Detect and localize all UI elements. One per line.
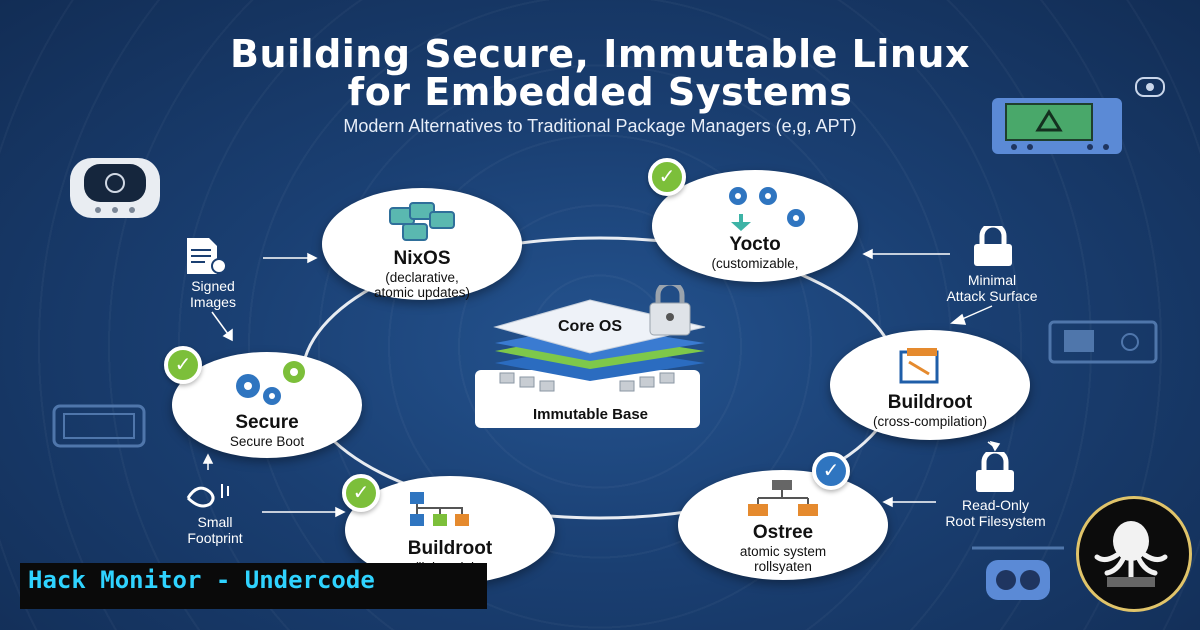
core-layer-top (493, 299, 706, 354)
yocto-name: Yocto (729, 234, 781, 255)
buildroot-right-desc-1: (cross-compilation) (872, 414, 988, 429)
small-label-2: Footprint (187, 530, 243, 546)
ostree-desc-1: atomic system (739, 544, 827, 559)
title-line-1: Building Secure, Immutable Linux (230, 32, 970, 76)
octopus-logo (1076, 496, 1192, 612)
lock-badge-icon (342, 474, 380, 512)
document-icon (187, 238, 227, 274)
tree-icon (410, 492, 469, 526)
readonly-label-1: Read-Only (962, 497, 1029, 513)
buildroot-box-icon (899, 348, 939, 384)
subtitle: Modern Alternatives to Traditional Packa… (343, 116, 857, 136)
bubble-secure (172, 352, 362, 458)
smart-device-icon (70, 158, 160, 218)
core-os-stack (475, 285, 706, 428)
immutable-base-label: Immutable Base (532, 406, 649, 423)
small-label-1: Small (197, 514, 233, 530)
yocto-desc-1: (customizable, (711, 256, 799, 271)
secure-name: Secure (235, 412, 299, 433)
gears-icon (713, 187, 805, 231)
router-icon (52, 404, 146, 448)
device-screen-icon (992, 98, 1122, 154)
buildroot-bottom-name: Buildroot (407, 538, 493, 559)
title-line-2: for Embedded Systems (347, 70, 853, 114)
readonly-label-2: Root Filesystem (945, 513, 1046, 529)
nixos-name: NixOS (393, 248, 451, 269)
signed-label-2: Images (190, 294, 236, 310)
nixos-icon (389, 202, 455, 241)
chat-bubble-icon (1135, 77, 1165, 97)
nixos-desc-1: (declarative, (385, 270, 459, 285)
hand-icon (186, 484, 229, 508)
nixos-desc-2: atomic updates) (373, 285, 471, 300)
bubble-yocto (652, 170, 858, 282)
readonly-lock-icon (976, 452, 1014, 492)
minimal-label-1: Minimal (967, 272, 1017, 288)
drone-icon (972, 546, 1064, 600)
minimal-label-2: Attack Surface (946, 288, 1038, 304)
footer-title: Hack Monitor - Undercode (28, 566, 375, 594)
ostree-name: Ostree (752, 522, 814, 543)
check-icon (648, 158, 686, 196)
lock-icon (974, 226, 1012, 266)
ostree-check-icon (812, 452, 850, 490)
buildroot-right-name: Buildroot (887, 392, 973, 413)
secure-desc-1: Secure Boot (229, 434, 305, 449)
signed-label-1: Signed (191, 278, 235, 294)
footer-bar (20, 563, 487, 609)
server-icon (1048, 320, 1158, 364)
shield-icon (164, 346, 202, 384)
secure-gears-icon (236, 361, 305, 405)
ostree-tree-icon (748, 480, 818, 516)
core-os-label: Core OS (557, 318, 622, 335)
ostree-desc-2: rollsyaten (754, 559, 812, 574)
